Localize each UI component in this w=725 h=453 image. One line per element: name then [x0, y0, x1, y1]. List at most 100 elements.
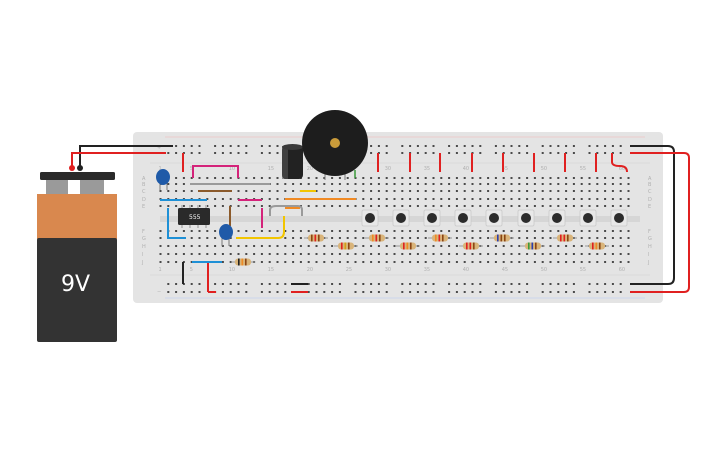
breadboard-hole [549, 261, 552, 263]
breadboard-hole [604, 198, 607, 200]
rail-hole [549, 145, 552, 147]
breadboard-hole [448, 198, 451, 200]
breadboard-hole [502, 190, 505, 192]
breadboard-hole [455, 230, 458, 232]
battery-clip [40, 172, 115, 180]
breadboard-hole [416, 183, 419, 185]
rail-hole [198, 283, 201, 285]
column-number: 5 [190, 267, 193, 273]
breadboard-hole [502, 205, 505, 207]
rail-hole [494, 152, 497, 154]
rail-hole [432, 283, 435, 285]
rail-hole [245, 283, 248, 285]
breadboard-hole [580, 261, 583, 263]
rail-hole [182, 145, 185, 147]
breadboard-hole [167, 253, 170, 255]
breadboard-hole [557, 183, 560, 185]
rail-hole [331, 291, 334, 293]
breadboard-hole [549, 205, 552, 207]
column-number: 55 [580, 166, 586, 172]
breadboard-hole [533, 253, 536, 255]
breadboard-hole [448, 261, 451, 263]
rail-hole [424, 152, 427, 154]
rail-hole [604, 152, 607, 154]
breadboard-hole [494, 183, 497, 185]
ceramic-capacitor-2 [219, 224, 233, 246]
rail-hole [604, 283, 607, 285]
rail-hole [448, 145, 451, 147]
breadboard-hole [409, 177, 412, 179]
breadboard-hole [182, 183, 185, 185]
rail-hole [190, 283, 193, 285]
rail-hole [596, 283, 599, 285]
breadboard-hole [409, 261, 412, 263]
breadboard-hole [463, 198, 466, 200]
breadboard-hole [580, 183, 583, 185]
column-number: 1 [159, 166, 162, 172]
breadboard-hole [362, 245, 365, 247]
breadboard-hole [611, 230, 614, 232]
breadboard-hole [604, 205, 607, 207]
breadboard-hole [572, 205, 575, 207]
push-button [517, 209, 535, 227]
column-number: 35 [424, 166, 430, 172]
breadboard-hole [182, 245, 185, 247]
breadboard-hole [214, 237, 217, 239]
breadboard-hole [565, 183, 568, 185]
breadboard-hole [455, 237, 458, 239]
breadboard-hole [331, 253, 334, 255]
breadboard-hole [424, 245, 427, 247]
rail-hole [518, 291, 521, 293]
breadboard-hole [370, 253, 373, 255]
rail-hole [455, 145, 458, 147]
resistor [459, 242, 483, 250]
breadboard-hole [526, 177, 529, 179]
push-button [454, 209, 472, 227]
breadboard-hole [237, 245, 240, 247]
rail-hole [268, 145, 271, 147]
breadboard-hole [159, 205, 162, 207]
breadboard-hole [292, 253, 295, 255]
rail-hole [479, 291, 482, 293]
rail-hole [385, 291, 388, 293]
breadboard-hole [463, 230, 466, 232]
breadboard-hole [292, 245, 295, 247]
breadboard-hole [588, 198, 591, 200]
breadboard-hole [167, 190, 170, 192]
rail-hole [385, 145, 388, 147]
breadboard-hole [565, 205, 568, 207]
wire-blue-2 [167, 208, 186, 239]
rail-hole [229, 283, 232, 285]
resistor [553, 234, 577, 242]
breadboard-hole [284, 230, 287, 232]
breadboard-hole [526, 237, 529, 239]
breadboard-hole [549, 245, 552, 247]
breadboard-hole [510, 190, 513, 192]
breadboard-hole [331, 205, 334, 207]
breadboard-hole [518, 253, 521, 255]
breadboard-hole [627, 230, 630, 232]
breadboard-hole [362, 177, 365, 179]
breadboard-hole [572, 183, 575, 185]
breadboard-hole [533, 205, 536, 207]
breadboard-hole [346, 190, 349, 192]
rail-hole [385, 152, 388, 154]
rail-hole [549, 283, 552, 285]
breadboard-hole [190, 245, 193, 247]
breadboard-hole [487, 198, 490, 200]
breadboard-hole [541, 177, 544, 179]
breadboard-hole [385, 198, 388, 200]
breadboard-hole [315, 190, 318, 192]
breadboard-hole [424, 253, 427, 255]
breadboard-hole [323, 177, 326, 179]
rail-hole [268, 283, 271, 285]
push-buttons [361, 209, 628, 227]
breadboard-hole [354, 261, 357, 263]
breadboard-hole [331, 183, 334, 185]
rail-hole [541, 283, 544, 285]
breadboard-hole [502, 230, 505, 232]
rail-hole [596, 291, 599, 293]
breadboard-hole [611, 190, 614, 192]
rail-hole [588, 152, 591, 154]
breadboard-hole [448, 205, 451, 207]
